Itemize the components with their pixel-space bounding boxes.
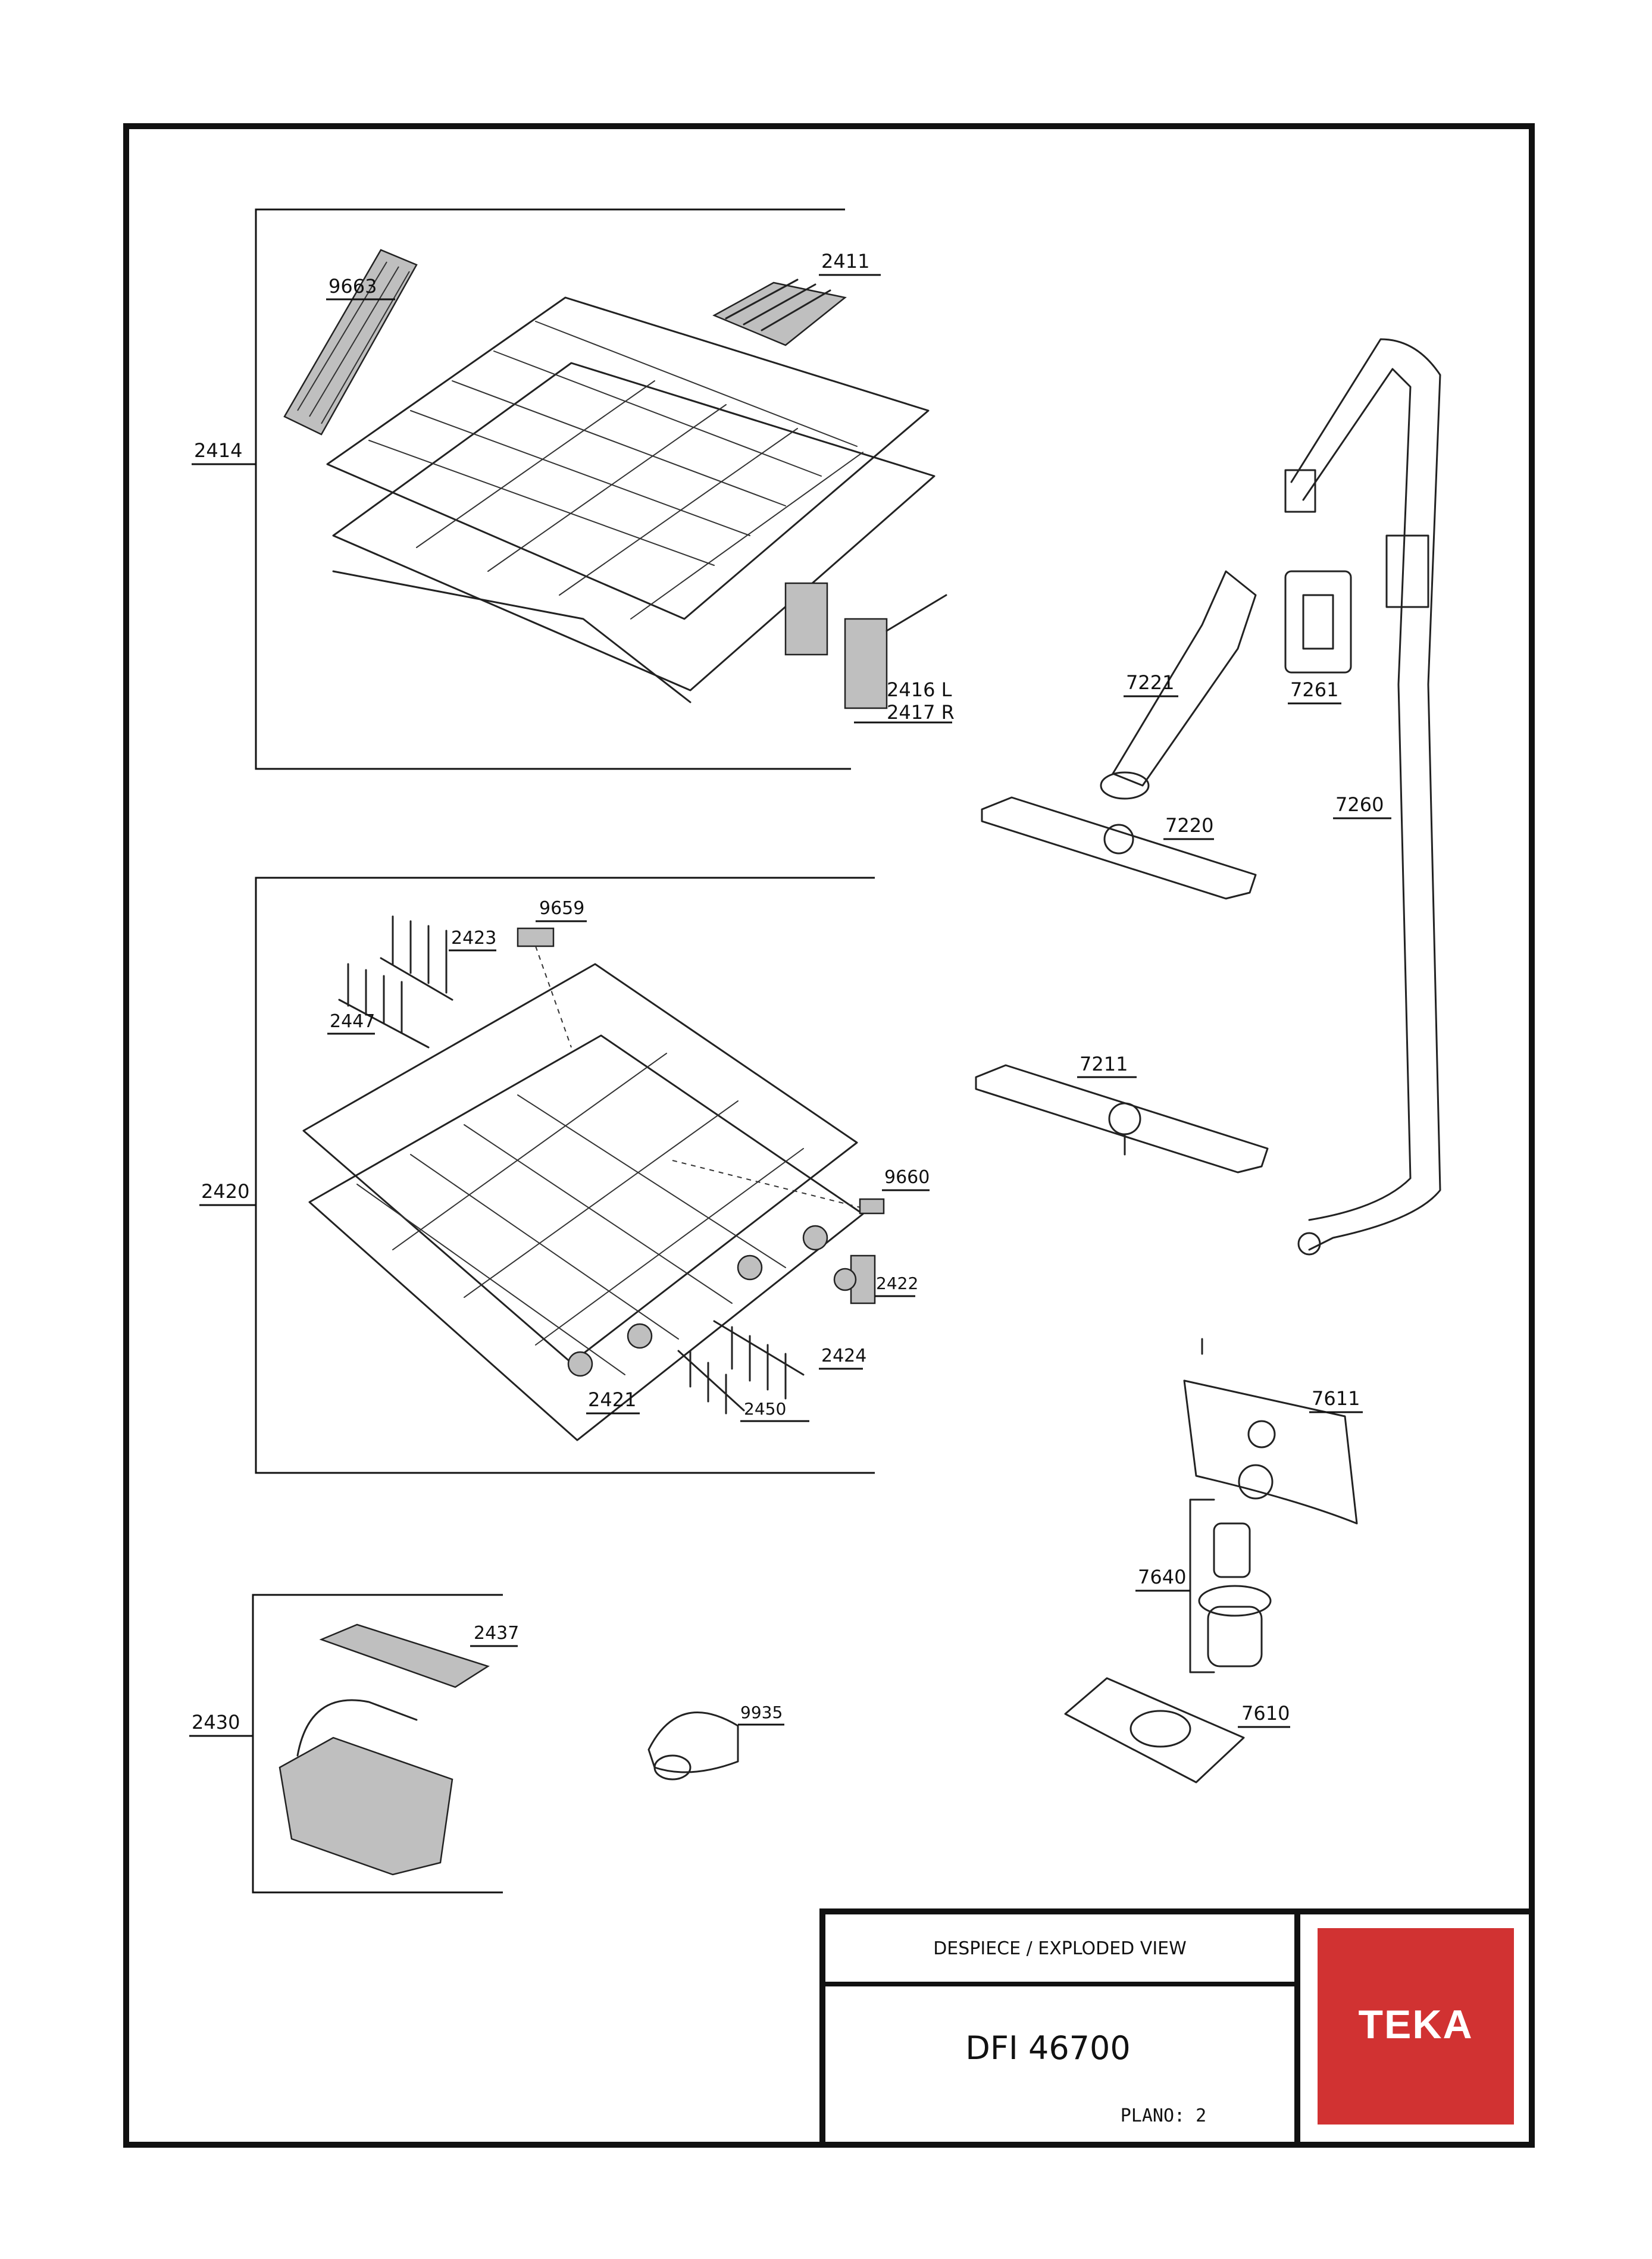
part-7211-lower-spray-arm [975, 1064, 1269, 1174]
part-7611-sump-cover [1183, 1338, 1358, 1525]
label-9660: 9660 [884, 1167, 930, 1188]
part-2450-tine-row [677, 1350, 745, 1415]
part-9663-cutlery-tray [283, 249, 418, 436]
label-2414: 2414 [194, 439, 242, 462]
label-7610: 7610 [1241, 1702, 1290, 1725]
part-7640-filter [1189, 1498, 1272, 1673]
label-9663: 9663 [328, 275, 377, 298]
label-2422: 2422 [876, 1274, 918, 1293]
label-7260: 7260 [1335, 793, 1384, 816]
title-block-header: DESPIECE / EXPLODED VIEW [933, 1938, 1187, 1959]
cutlery-basket-group: 2430 2437 [189, 1594, 519, 1894]
group-bracket-2430 [252, 1594, 503, 1894]
part-2411-tine-rack [712, 279, 847, 346]
part-9659-clip [517, 927, 572, 1048]
title-block-model: DFI 46700 [965, 2029, 1131, 2067]
label-7611: 7611 [1312, 1387, 1360, 1410]
label-7211: 7211 [1080, 1053, 1128, 1075]
part-2422-wheel-holder [833, 1254, 876, 1304]
title-block: DESPIECE / EXPLODED VIEW DFI 46700 PLANO… [819, 1908, 1535, 2148]
label-9935: 9935 [740, 1703, 783, 1722]
part-2416-2417-rail-clips [784, 582, 947, 709]
part-2424-tine-row [713, 1320, 805, 1400]
part-2437-basket-lid [319, 1623, 490, 1688]
label-2416: 2416 L [887, 678, 952, 701]
label-2424: 2424 [821, 1346, 866, 1366]
label-2423: 2423 [451, 928, 496, 949]
brand-logo-text: TEKA [1358, 2002, 1473, 2047]
label-2450: 2450 [744, 1399, 786, 1419]
part-upper-basket [326, 296, 935, 703]
label-7640: 7640 [1138, 1566, 1186, 1588]
part-2447-tine-row [338, 963, 430, 1049]
group-bracket-2420 [255, 877, 875, 1474]
part-7220-upper-spray-arm [981, 796, 1257, 900]
label-7261: 7261 [1290, 678, 1338, 701]
upper-basket-group: 2414 9663 2411 [192, 208, 955, 770]
part-7221-arm-pipe [1100, 570, 1257, 800]
lower-basket-group: 2420 2423 2447 9659 [199, 877, 930, 1474]
title-block-sheet: PLANO: 2 [1121, 2105, 1207, 2126]
part-9935-cap [647, 1712, 739, 1781]
part-7610-filter-plate [1064, 1677, 1245, 1784]
label-7220: 7220 [1165, 814, 1213, 837]
part-cutlery-basket [279, 1699, 453, 1876]
label-2417: 2417 R [887, 701, 955, 724]
label-2430: 2430 [192, 1711, 240, 1734]
label-2421: 2421 [588, 1388, 636, 1411]
label-7221: 7221 [1126, 671, 1174, 694]
group-bracket-2414 [255, 208, 851, 770]
label-2447: 2447 [330, 1011, 375, 1032]
label-2420: 2420 [201, 1180, 249, 1203]
part-7261-connector [1284, 570, 1352, 674]
part-9660-axle [672, 1160, 885, 1215]
brand-logo-box [1318, 1928, 1514, 2125]
label-2437: 2437 [474, 1623, 519, 1644]
part-7260-feed-pipe [1284, 338, 1441, 1256]
part-2421-wheels [567, 1225, 828, 1377]
label-2411: 2411 [821, 250, 869, 273]
label-9659: 9659 [539, 898, 584, 919]
part-2423-tine-row [380, 915, 453, 1001]
